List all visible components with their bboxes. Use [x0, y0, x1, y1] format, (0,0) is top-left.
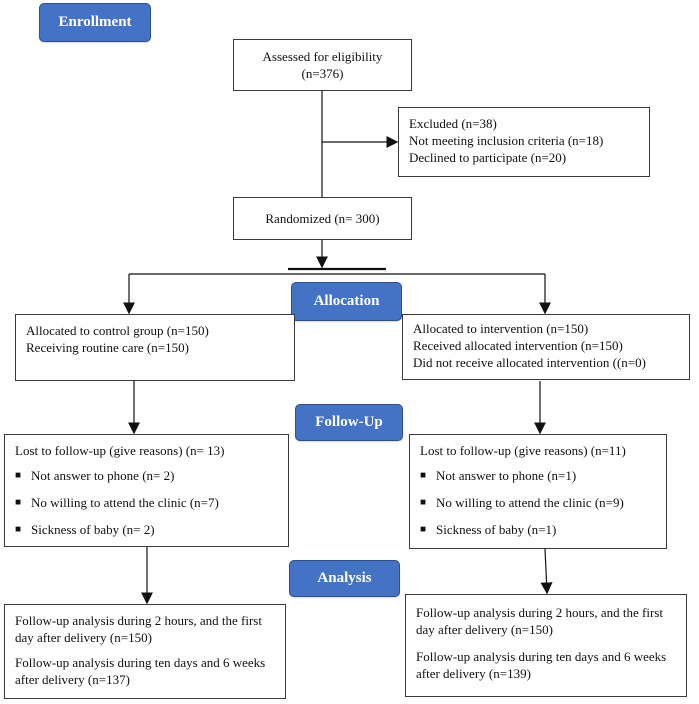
randomized-box: Randomized (n= 300) — [233, 197, 412, 240]
excluded-total: Excluded (n=38) — [409, 116, 497, 131]
follow-up-stage-label: Follow-Up — [295, 404, 403, 441]
intervention-reason-item: ■ No willing to attend the clinic (n=9) — [420, 494, 666, 511]
intervention-received: Received allocated intervention (n=150) — [413, 338, 623, 353]
intervention-followup-to-analysis-arrow — [540, 548, 553, 595]
excluded-declined: Declined to participate (n=20) — [409, 150, 567, 165]
intervention-analysis-box: Follow-up analysis during 2 hours, and t… — [405, 594, 687, 697]
intervention-reason-item: ■ Not answer to phone (n=1) — [420, 467, 666, 484]
assessed-for-eligibility-box: Assessed for eligibility (n=376) — [233, 39, 412, 91]
excluded-inclusion-criteria: Not meeting inclusion criteria (n=18) — [409, 133, 604, 148]
intervention-reason-text: No willing to attend the clinic (n=9) — [436, 495, 624, 510]
enrollment-stage-label: Enrollment — [39, 3, 151, 42]
intervention-lost-title: Lost to follow-up (give reasons) (n=11) — [420, 443, 626, 458]
intervention-allocation-box: Allocated to intervention (n=150) Receiv… — [402, 314, 690, 380]
square-bullet-icon: ■ — [15, 470, 22, 481]
intervention-analysis-early: Follow-up analysis during 2 hours, and t… — [416, 605, 663, 637]
control-analysis-early: Follow-up analysis during 2 hours, and t… — [15, 613, 262, 645]
square-bullet-icon: ■ — [15, 497, 22, 508]
intervention-not-received: Did not receive allocated intervention (… — [413, 355, 646, 370]
control-reason-text: No willing to attend the clinic (n=7) — [31, 495, 219, 510]
control-routine-care: Receiving routine care (n=150) — [26, 340, 189, 355]
control-followup-box: Lost to follow-up (give reasons) (n= 13)… — [4, 434, 289, 547]
randomized-text: Randomized (n= 300) — [265, 211, 380, 226]
intervention-reason-text: Sickness of baby (n=1) — [436, 522, 557, 537]
control-analysis-late: Follow-up analysis during ten days and 6… — [15, 655, 266, 687]
square-bullet-icon: ■ — [15, 524, 22, 535]
control-allocated: Allocated to control group (n=150) — [26, 323, 209, 338]
control-reason-item: ■ Sickness of baby (n= 2) — [15, 521, 288, 538]
intervention-followup-box: Lost to follow-up (give reasons) (n=11) … — [409, 434, 667, 549]
assessed-title: Assessed for eligibility — [262, 49, 383, 64]
excluded-box: Excluded (n=38) Not meeting inclusion cr… — [398, 107, 650, 177]
intervention-reason-item: ■ Sickness of baby (n=1) — [420, 521, 666, 538]
assessed-count: (n=376) — [301, 66, 344, 81]
control-reason-text: Sickness of baby (n= 2) — [31, 522, 155, 537]
square-bullet-icon: ■ — [420, 470, 427, 481]
allocation-stage-label: Allocation — [291, 282, 402, 321]
analysis-stage-label: Analysis — [289, 560, 400, 597]
square-bullet-icon: ■ — [420, 497, 427, 508]
control-reason-item: ■ No willing to attend the clinic (n=7) — [15, 494, 288, 511]
intervention-analysis-late: Follow-up analysis during ten days and 6… — [416, 649, 667, 681]
control-reason-item: ■ Not answer to phone (n= 2) — [15, 467, 288, 484]
control-reason-text: Not answer to phone (n= 2) — [31, 468, 175, 483]
square-bullet-icon: ■ — [420, 524, 427, 535]
control-allocation-box: Allocated to control group (n=150) Recei… — [15, 314, 295, 381]
intervention-allocated: Allocated to intervention (n=150) — [413, 321, 589, 336]
control-lost-title: Lost to follow-up (give reasons) (n= 13) — [15, 443, 225, 458]
control-analysis-box: Follow-up analysis during 2 hours, and t… — [4, 604, 286, 699]
intervention-reason-text: Not answer to phone (n=1) — [436, 468, 577, 483]
